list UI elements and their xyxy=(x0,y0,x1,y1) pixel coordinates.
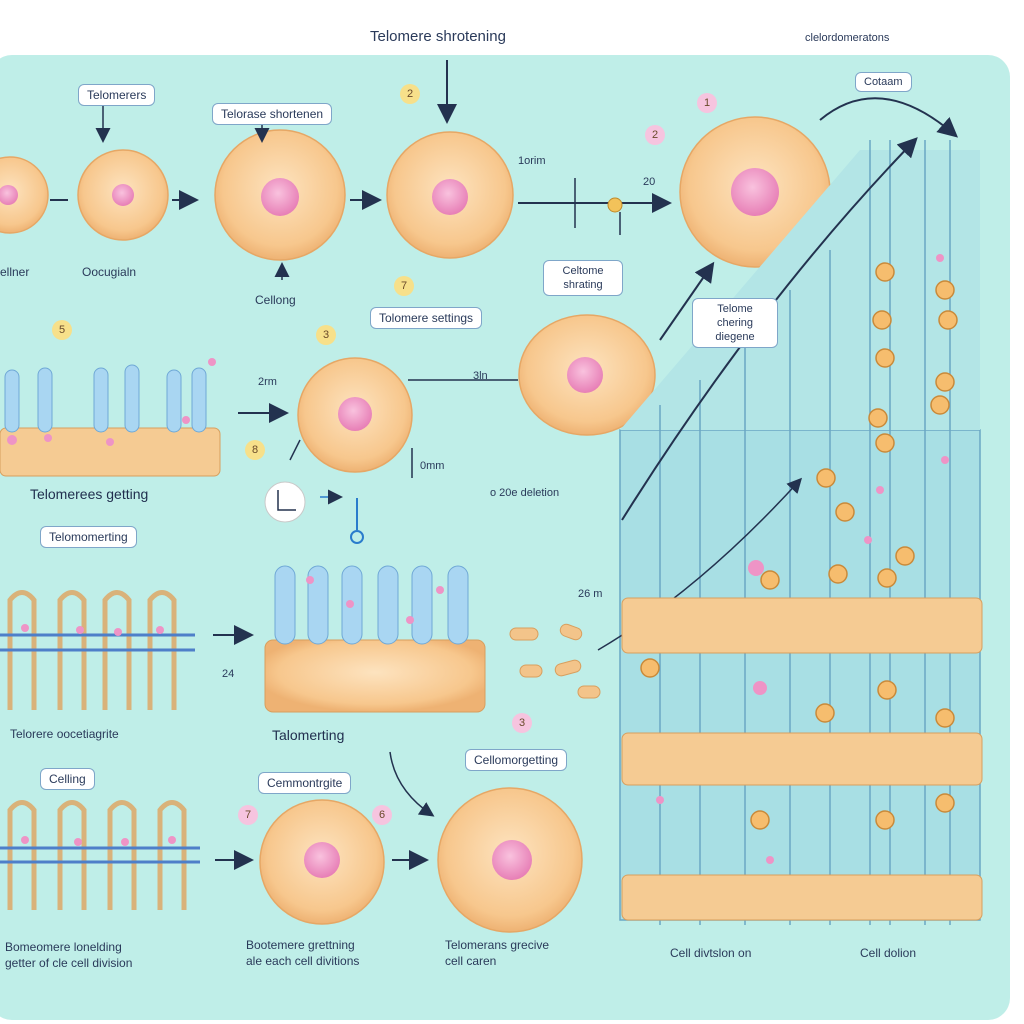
step-badge: 5 xyxy=(52,320,72,340)
tick-line xyxy=(289,439,301,461)
text-ellner: ellner xyxy=(0,265,30,279)
step-badge: 3 xyxy=(512,713,532,733)
text-0mm: 0mm xyxy=(420,460,445,472)
arrow xyxy=(819,97,959,138)
text-cell-division: Cell divtslon on xyxy=(670,946,752,960)
step-badge: 3 xyxy=(316,325,336,345)
cell-row1-a xyxy=(0,156,49,234)
cell-row4-b xyxy=(437,787,583,933)
step-badge: 2 xyxy=(645,125,665,145)
text-26m: 26 m xyxy=(578,588,603,600)
cell-row1-d xyxy=(386,131,514,259)
label-cellomorgetting: Cellomorgetting xyxy=(465,749,568,771)
text-cellong: Cellong xyxy=(255,293,296,307)
arrow xyxy=(659,261,715,341)
top-right-label: clelordomeratons xyxy=(805,32,890,44)
label-cemmontrgite: Cemmontrgite xyxy=(258,772,352,794)
marker-dot xyxy=(607,197,623,213)
chromosome-cluster-row3 xyxy=(0,590,195,710)
text-bottom1: Bomeomere lonelding xyxy=(5,940,122,954)
label-telomerers: Telomerers xyxy=(78,84,156,106)
text-bottom3: Telomerans grecive xyxy=(445,938,550,952)
label-telomomerting: Telomomerting xyxy=(40,526,137,548)
text-talomerting: Talomerting xyxy=(272,727,345,743)
text-20: 20 xyxy=(643,176,656,188)
pin-icon xyxy=(320,489,364,544)
arrow xyxy=(389,751,435,817)
text-bottom1b: getter of cle cell division xyxy=(5,956,133,970)
label-tolomere-settings: Tolomere settings xyxy=(370,307,483,329)
text-bottom3b: cell caren xyxy=(445,954,497,968)
step-badge: 1 xyxy=(697,93,717,113)
chromosome-cluster-row4 xyxy=(0,800,200,910)
cell-row2-b xyxy=(518,314,656,436)
text-bottom2: Bootemere grettning xyxy=(246,938,355,952)
step-badge: 6 xyxy=(372,805,392,825)
text-cell-dolion: Cell dolion xyxy=(860,946,917,960)
text-3ln: 3ln xyxy=(473,370,488,382)
timer-icon xyxy=(264,481,306,523)
label-cotaam: Cotaam xyxy=(855,72,912,92)
column-structure xyxy=(597,137,983,925)
step-badge: 8 xyxy=(245,440,265,460)
label-celtome-shrating: Celtome shrating xyxy=(543,260,623,296)
step-badge: 7 xyxy=(394,276,414,296)
cell-row1-c xyxy=(214,129,346,261)
chromosome-block-row3 xyxy=(264,565,486,713)
fragments xyxy=(509,623,601,699)
step-badge: 7 xyxy=(238,805,258,825)
step-badge: 2 xyxy=(400,84,420,104)
text-telorere-ooetiagrite: Telorere oocetiagrite xyxy=(10,727,119,741)
label-telorase-shortenen: Telorase shortenen xyxy=(212,103,333,125)
label-telome-chering-diegene: Telome chering diegene xyxy=(692,298,778,348)
text-telomerees-getting: Telomerees getting xyxy=(30,486,149,502)
cell-row2-a xyxy=(297,357,413,473)
text-oocugialn: Oocugialn xyxy=(82,265,137,279)
text-24: 24 xyxy=(222,668,235,680)
text-2rm: 2rm xyxy=(258,376,277,388)
text-deletion: o 20e deletion xyxy=(490,487,560,499)
chromosome-cluster-row2 xyxy=(0,358,221,477)
text-bottom2b: ale each cell divitions xyxy=(246,954,360,968)
cell-row4-a xyxy=(259,799,385,925)
cell-row1-b xyxy=(77,149,169,241)
text-1orim: 1orim xyxy=(518,155,546,167)
label-celling: Celling xyxy=(40,768,95,790)
diagram-title: Telomere shrotening xyxy=(370,28,506,45)
